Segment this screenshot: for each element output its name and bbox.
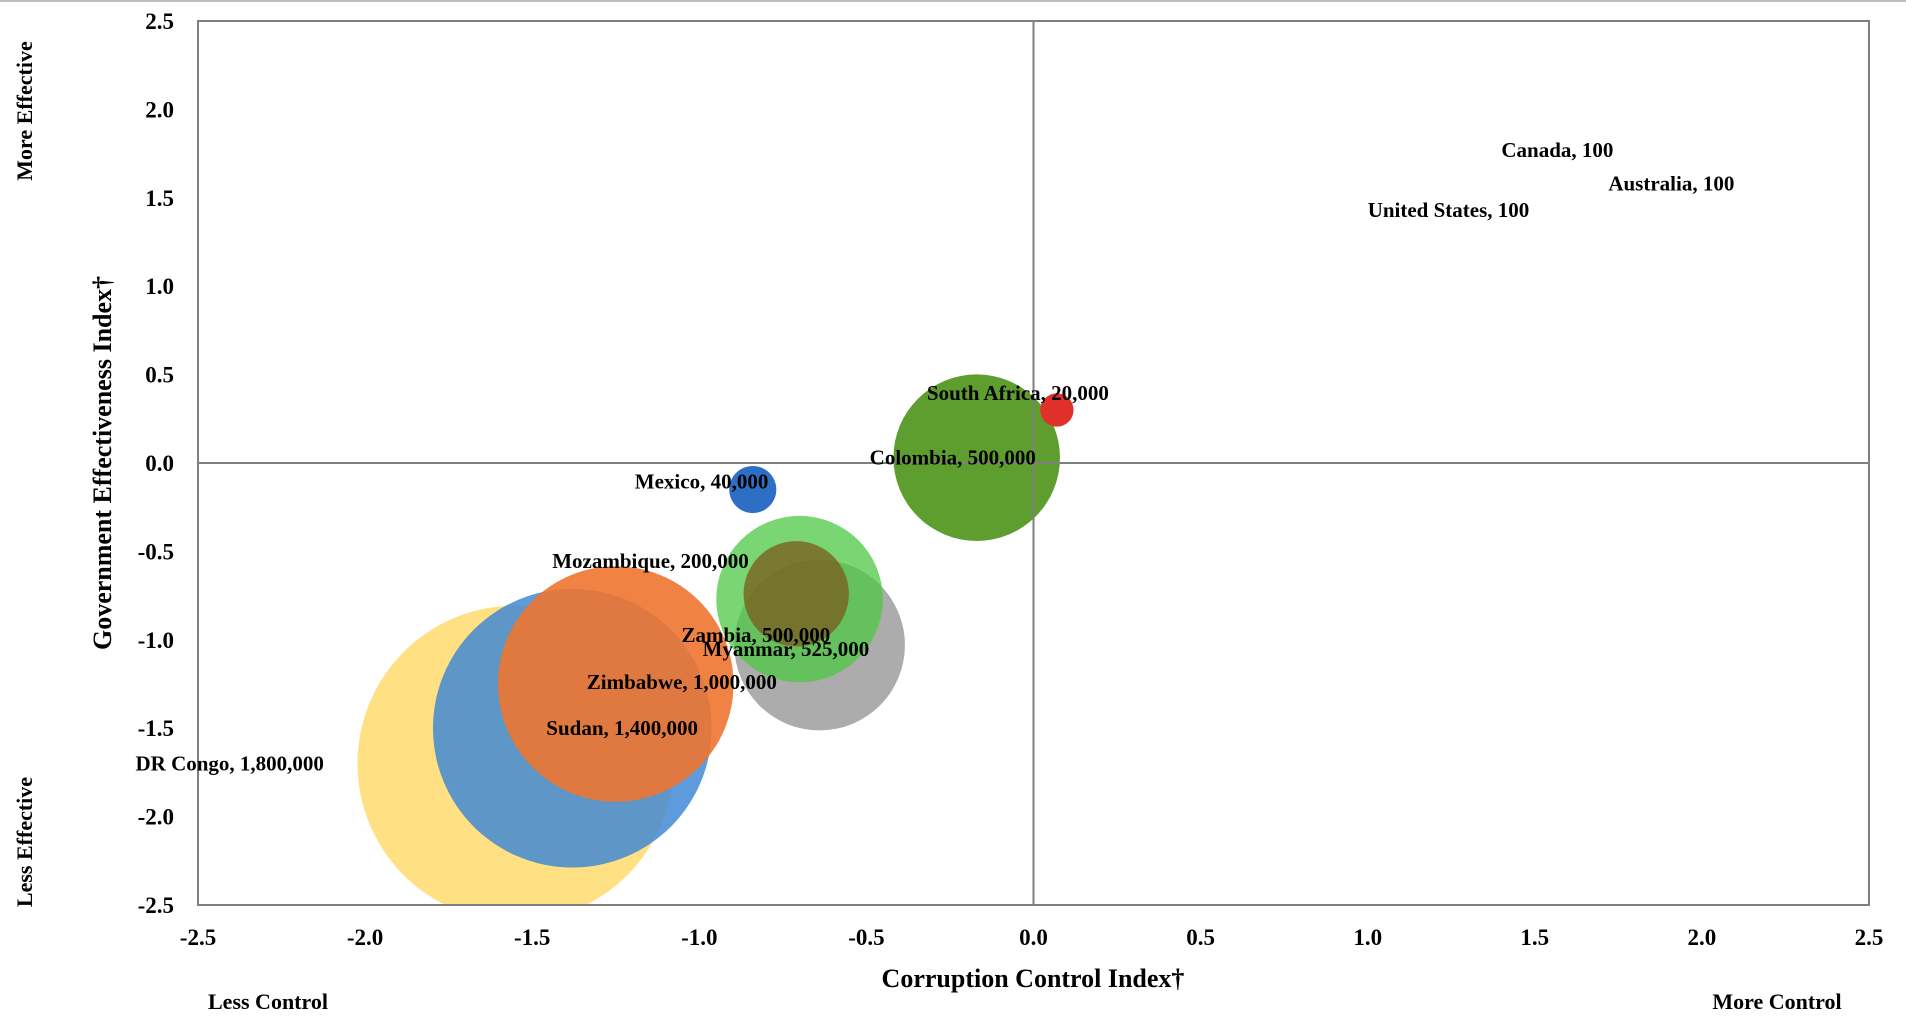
x-tick-label: -0.5 [848,925,884,950]
y-tick-label: -1.5 [138,716,174,741]
y-tick-label: 1.0 [145,274,174,299]
bubble-colombia [893,374,1060,541]
bubble-label: Sudan, 1,400,000 [546,716,698,740]
y-tick-label: -0.5 [138,539,174,564]
x-tick-label: 1.5 [1520,925,1549,950]
bubble-mexico [729,465,777,514]
x-tick-label: 0.5 [1186,925,1215,950]
x-tick-label: -1.5 [514,925,550,950]
bubble-label-layer: DR Congo, 1,800,000 Sudan, 1,400,000 Zimba… [135,138,1734,776]
tick-label-layer: -2.5 -2.0 -1.5 -1.0 -0.5 0.0 0.5 1.0 1.5 2.0 2.5 2.… [138,9,1884,950]
bubble-label: Mexico, 40,000 [635,470,769,494]
x-axis-title: Corruption Control Index† [882,964,1185,993]
bubble-zimbabwe [497,566,734,802]
x-tick-label: 1.0 [1353,925,1382,950]
x-tick-label: -2.0 [347,925,383,950]
bubble-label: Australia, 100 [1608,171,1734,195]
bubble-label: Mozambique, 200,000 [552,549,749,573]
y-bottom-corner-label: Less Effective [12,777,37,907]
bubble-label: Zimbabwe, 1,000,000 [587,670,777,694]
y-tick-label: 2.0 [145,97,174,122]
bubble-label: South Africa, 20,000 [927,381,1109,405]
x-left-corner-label: Less Control [208,989,328,1014]
x-tick-label: -1.0 [681,925,717,950]
bubble-mozambique [743,541,849,647]
y-tick-label: 0.0 [145,451,174,476]
y-top-corner-label: More Effective [12,41,37,181]
bubble-label: United States, 100 [1368,198,1530,222]
bubble-layer [357,374,1074,905]
plot-frame [197,20,1870,906]
y-axis-title: Government Effectiveness Index† [88,276,117,650]
y-tick-label: -2.0 [138,805,174,830]
x-tick-label: 0.0 [1019,925,1048,950]
y-tick-label: 1.5 [145,186,174,211]
y-tick-label: -2.5 [138,893,174,918]
bubble-south-africa [1040,393,1074,427]
x-tick-label: 2.0 [1688,925,1717,950]
bubble-label: Canada, 100 [1501,138,1613,162]
x-tick-label: -2.5 [180,925,216,950]
top-rule [0,0,1906,2]
y-tick-label: -1.0 [138,628,174,653]
bubble-label: DR Congo, 1,800,000 [135,752,323,776]
bubble-label: Colombia, 500,000 [870,446,1036,470]
x-right-corner-label: More Control [1712,989,1841,1014]
bubble-label: Myanmar, 525,000 [703,637,870,661]
y-tick-label: 2.5 [145,9,174,34]
bubble-label: Zambia, 500,000 [682,623,831,647]
y-tick-label: 0.5 [145,363,174,388]
x-tick-label: 2.5 [1855,925,1884,950]
